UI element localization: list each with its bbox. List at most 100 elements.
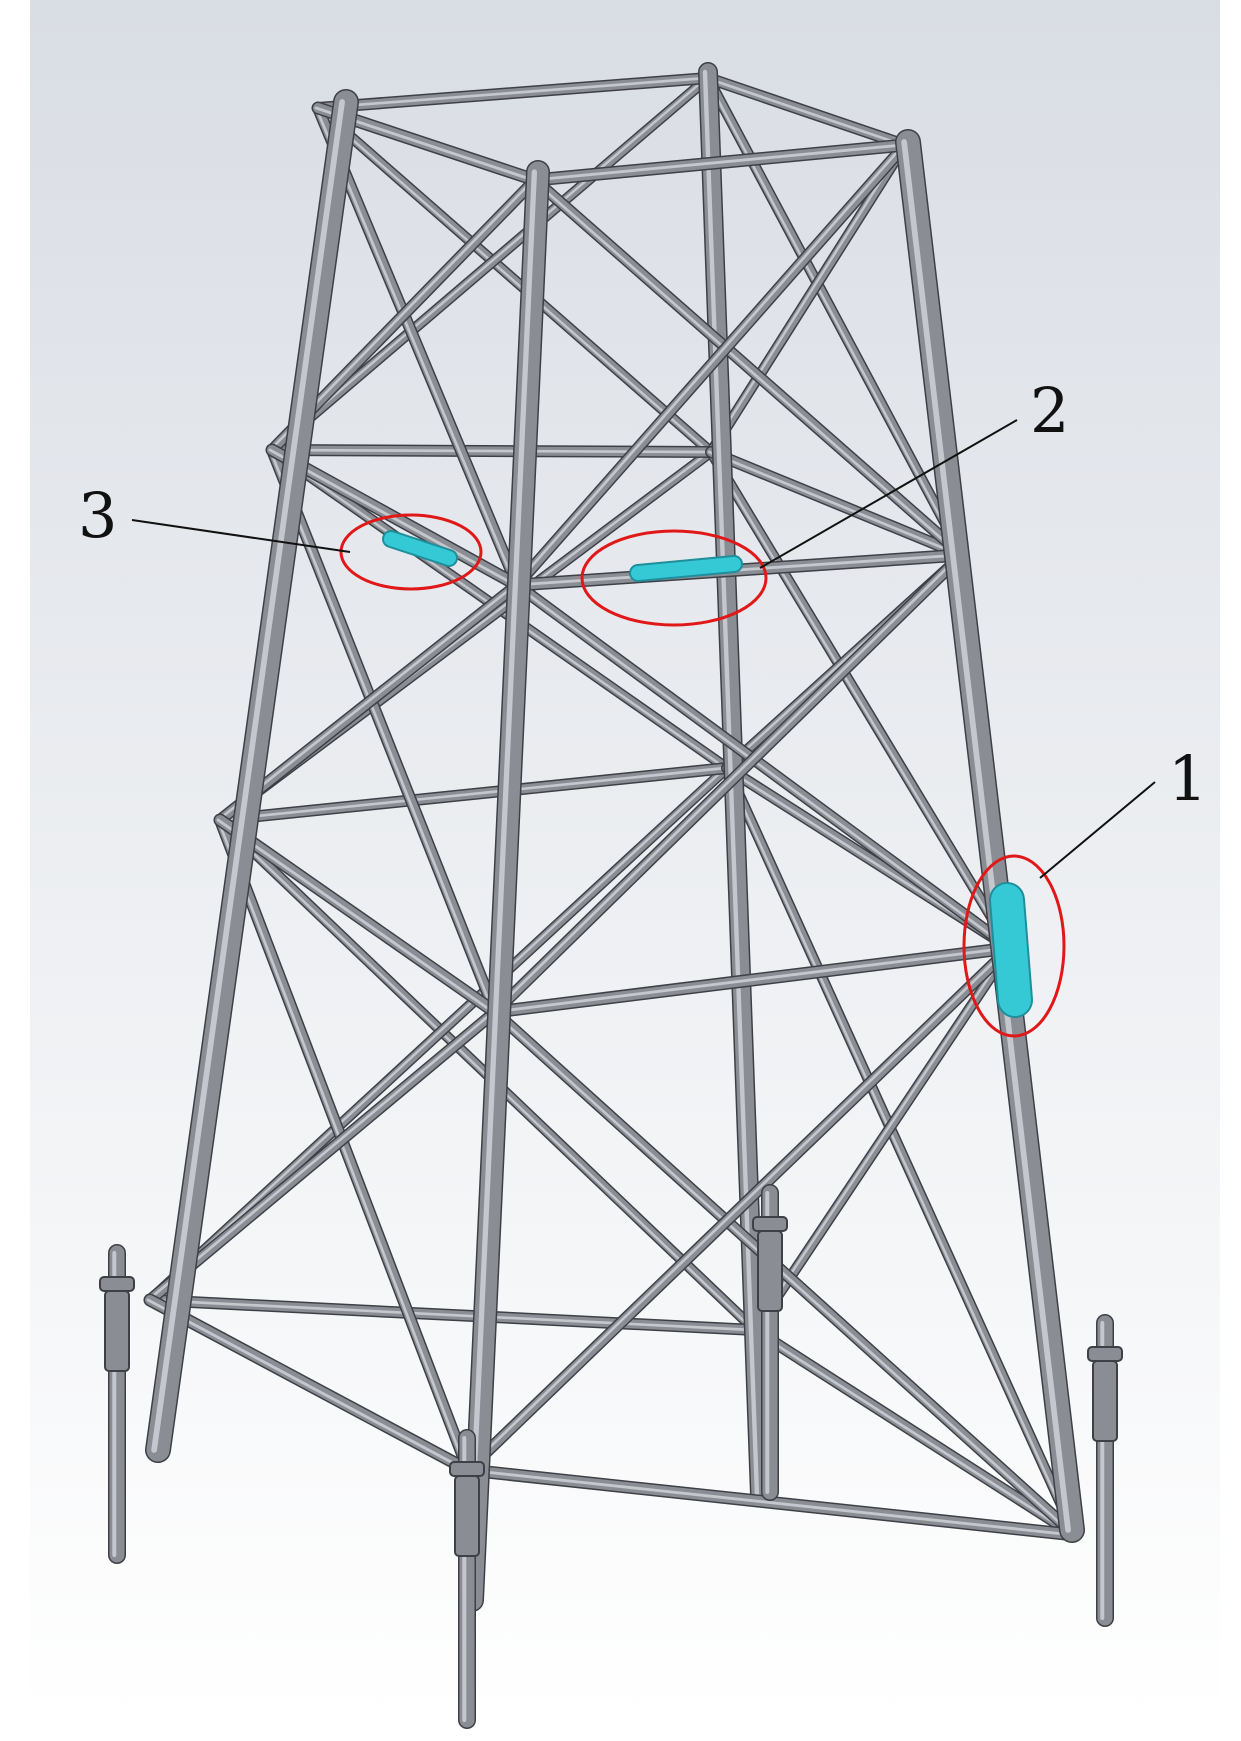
leader-line-1 xyxy=(1039,781,1156,879)
brace-right-front-2-a-shine xyxy=(491,1010,1075,1537)
leg-right-body xyxy=(896,130,1084,1542)
callout-label-3: 3 xyxy=(78,479,117,552)
horizontal-right-back-1-shine xyxy=(707,450,962,557)
leader-line-3 xyxy=(131,519,351,553)
brace-right-back-2-b xyxy=(749,942,1016,1336)
horizontal-left-front-3 xyxy=(143,1293,475,1477)
brace-right-front-2-a xyxy=(489,1006,1081,1541)
horizontal-right-front-2 xyxy=(488,941,1017,1019)
horizontal-left-front-2 xyxy=(213,813,502,1019)
sleeve-right-collar xyxy=(1087,1346,1123,1362)
brace-right-front-0-a-shine xyxy=(531,178,962,557)
horizontal-left-back-2-shine xyxy=(216,766,727,822)
brace-right-back-1-a xyxy=(705,446,1016,954)
brace-left-front-0-a xyxy=(312,102,523,591)
brace-right-back-0-b-body xyxy=(707,141,909,456)
brace-right-front-1-a xyxy=(511,579,1016,954)
leg-right-shine xyxy=(901,139,1071,1533)
brace-left-back-2-b-shine xyxy=(147,766,727,1302)
brace-right-front-1-a-shine xyxy=(513,583,1010,950)
brace-right-front-1-b xyxy=(489,549,968,1018)
leg-front-body xyxy=(461,161,549,1611)
brace-right-back-2-b-shine xyxy=(752,946,1010,1332)
leg-left-shine xyxy=(151,99,345,1453)
brace-right-back-0-b-shine xyxy=(708,143,905,454)
brace-right-back-2-a xyxy=(721,762,1081,1541)
horizontal-left-back-3 xyxy=(144,1294,761,1336)
brace-left-back-2-b xyxy=(144,762,733,1306)
horizontal-left-back-0 xyxy=(312,72,714,114)
brace-left-front-0-a-shine xyxy=(314,106,517,587)
highlight-part-3-body xyxy=(384,532,456,565)
leader-line-2 xyxy=(759,419,1018,569)
callout-label-2: 2 xyxy=(1030,374,1069,447)
highlight-part-2-body xyxy=(631,557,741,580)
horizontal-right-back-1 xyxy=(705,446,968,561)
horizontal-left-front-2-shine xyxy=(216,818,495,1014)
leg-front xyxy=(460,160,550,1612)
brace-right-front-0-b-shine xyxy=(513,143,905,587)
brace-left-front-2-b-shine xyxy=(146,1010,495,1302)
brace-right-front-2-b-shine xyxy=(464,946,1010,1472)
marker-ellipse-2 xyxy=(580,529,768,627)
leg-right xyxy=(895,129,1085,1543)
sleeve-right-sleeve xyxy=(1092,1360,1118,1442)
sleeve-back-collar xyxy=(752,1216,788,1232)
pile-sleeves xyxy=(99,1184,1123,1729)
callout-label-1: 1 xyxy=(1168,742,1207,815)
horizontal-right-front-0 xyxy=(528,138,912,187)
sleeve-left-sleeve xyxy=(104,1290,130,1372)
highlight-part-1-body xyxy=(991,884,1031,1016)
marker-ellipse-1 xyxy=(962,854,1066,1038)
brace-right-back-2-b-body xyxy=(751,944,1014,1334)
brace-left-front-1-b-shine xyxy=(216,583,517,822)
horizontal-right-back-0 xyxy=(702,72,911,151)
leader-lines xyxy=(131,419,1156,879)
marker-ellipses xyxy=(339,513,1066,1038)
horizontal-right-front-3-shine xyxy=(464,1468,1075,1537)
horizontal-left-back-3-shine xyxy=(146,1298,755,1332)
horizontal-right-back-3 xyxy=(749,1324,1081,1541)
leg-front-shine xyxy=(465,169,538,1603)
back-members xyxy=(144,62,1081,1541)
sleeve-back-sleeve xyxy=(757,1230,783,1312)
brace-left-back-0-b-shine xyxy=(269,76,708,452)
sleeve-front-collar xyxy=(449,1461,485,1477)
brace-left-front-1-b xyxy=(214,579,523,826)
leg-left xyxy=(145,89,359,1463)
brace-right-back-1-a-body xyxy=(707,448,1014,952)
brace-left-back-0-b xyxy=(266,72,714,456)
brace-right-back-2-a-body xyxy=(723,764,1079,1539)
marker-ellipse-3 xyxy=(339,513,483,591)
brace-left-back-0-a-shine xyxy=(315,106,711,454)
horizontal-left-front-3-shine xyxy=(146,1298,468,1472)
sleeve-front-sleeve xyxy=(454,1475,480,1557)
horizontal-left-back-2 xyxy=(214,762,733,826)
brace-right-front-1-b-shine xyxy=(491,553,962,1014)
horizontal-left-back-0-shine xyxy=(314,76,708,110)
brace-left-front-1-a xyxy=(266,444,501,1018)
brace-right-front-0-b xyxy=(511,139,911,591)
brace-left-front-1-a-shine xyxy=(268,448,495,1014)
highlighted-parts xyxy=(382,530,1033,1018)
horizontal-right-back-0-shine xyxy=(704,76,905,147)
brace-right-back-2-a-shine xyxy=(724,766,1075,1537)
front-members xyxy=(143,89,1085,1612)
brace-left-front-0-a-body xyxy=(313,103,522,590)
leg-left-body xyxy=(146,90,358,1462)
brace-right-front-0-b-body xyxy=(512,140,910,590)
horizontal-right-front-2-shine xyxy=(491,946,1010,1014)
brace-right-back-0-b xyxy=(705,139,911,458)
brace-left-back-0-a xyxy=(312,102,717,458)
horizontal-right-front-0-shine xyxy=(531,143,905,182)
horizontal-right-back-3-shine xyxy=(751,1328,1075,1537)
brace-left-front-2-b xyxy=(144,1006,501,1306)
horizontal-left-back-1 xyxy=(266,444,717,458)
brace-right-front-2-b xyxy=(462,942,1016,1476)
sleeve-left-collar xyxy=(99,1276,135,1292)
brace-left-front-1-a-body xyxy=(267,445,500,1017)
brace-right-back-1-a-shine xyxy=(708,450,1010,950)
horizontal-right-front-3 xyxy=(461,1463,1082,1542)
